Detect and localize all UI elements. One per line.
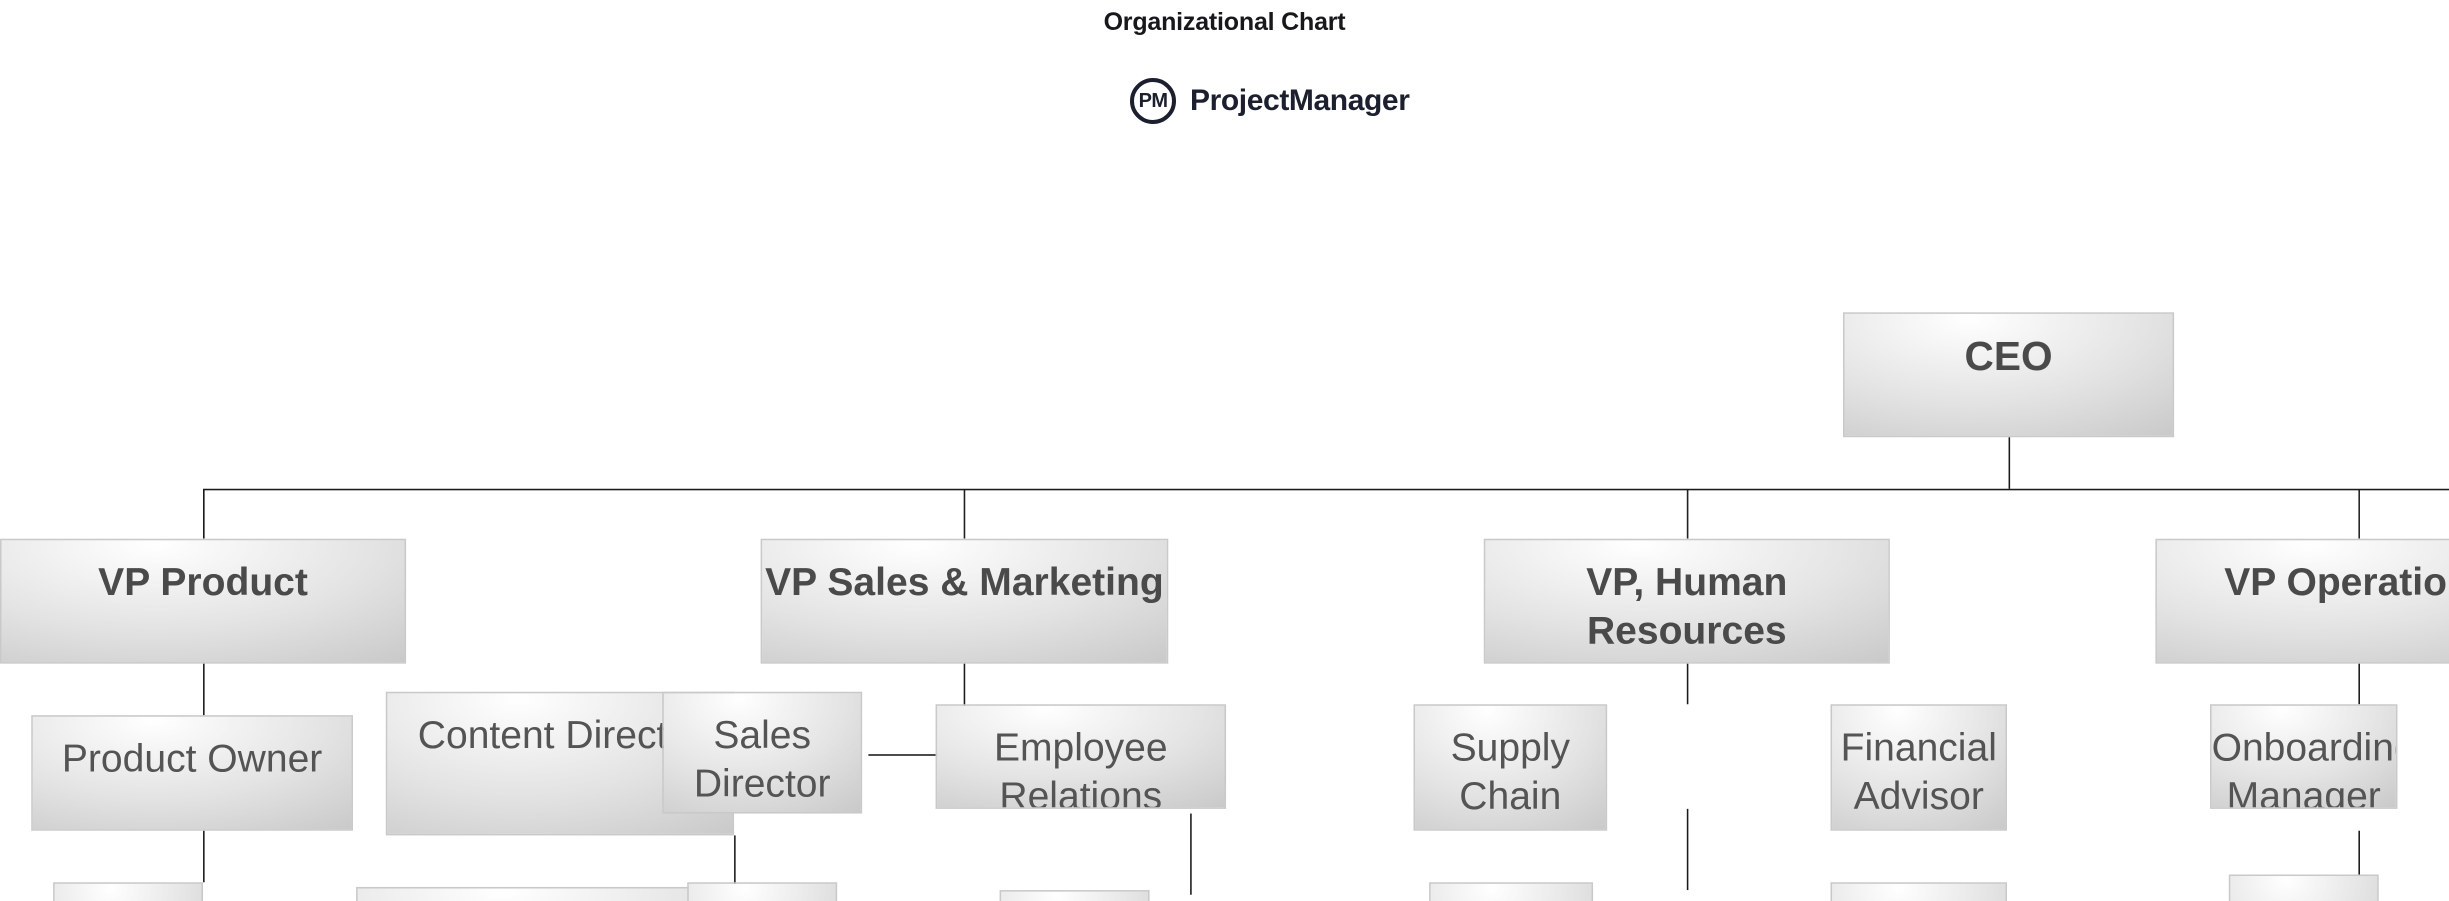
node-account-executive[interactable]: Account Executive — [687, 882, 838, 901]
node-sr-marketing-strategist[interactable]: Sr. Marketing Stragtegist — [356, 886, 742, 901]
node-ceo[interactable]: CEO — [1842, 312, 2175, 438]
node-product-owner[interactable]: Product Owner — [31, 715, 353, 831]
connector-contentdirector-srmarketing — [734, 835, 736, 887]
node-insurance-specialist[interactable]: Insurance Specialist — [1830, 882, 2007, 901]
node-sales-director[interactable]: Sales Director — [662, 691, 863, 814]
node-vp-human-resources[interactable]: VP, Human Resources — [1483, 538, 1890, 664]
connector-ceo-stem — [2008, 437, 2011, 489]
node-manager[interactable]: Manager — [53, 882, 204, 901]
brand-name: ProjectManager — [1190, 84, 1410, 117]
connector-drop-vp-product — [203, 488, 205, 539]
node-supply-chain-manager[interactable]: Supply Chain Manager — [1413, 704, 1608, 831]
node-financial-advisor[interactable]: Financial Advisor — [1830, 704, 2007, 831]
node-benefits-admin[interactable]: Benefits Admin — [999, 890, 1150, 901]
connector-drop-vp-operations — [2358, 488, 2360, 539]
connector-vphr-employeerelations — [1686, 663, 1689, 705]
connector-employeerelations-benefits — [1686, 808, 1689, 891]
connector-drop-vp-sales — [963, 488, 966, 539]
node-vp-sales-marketing[interactable]: VP Sales & Marketing — [760, 538, 1169, 664]
connector-vp-bus — [203, 488, 2449, 491]
connector-productowner-manager — [203, 830, 205, 883]
node-vp-product[interactable]: VP Product — [0, 538, 407, 664]
node-quality-controller[interactable]: Quality Controller — [1429, 882, 1594, 901]
brand-initials: PM — [1138, 90, 1168, 112]
projectmanager-logo-icon: PM — [1130, 78, 1176, 124]
connector-salesdirector-accountexec — [1190, 813, 1192, 895]
node-onboarding-manager[interactable]: Onboarding Manager — [2210, 704, 2398, 809]
connector-vpproduct-productowner — [203, 663, 205, 716]
connector-vpops-supplychain — [2358, 663, 2360, 705]
connector-supplychain-quality — [2358, 830, 2360, 883]
connector-drop-vp-hr — [1686, 488, 1689, 539]
page-title: Organizational Chart — [1103, 8, 1346, 36]
node-vp-operations[interactable]: VP Operations — [2155, 538, 2449, 664]
node-customer-support[interactable]: Customer Support — [2228, 874, 2379, 901]
brand-logo: PM ProjectManager — [1130, 78, 1410, 124]
node-employee-relations-counselor[interactable]: Employee Relations Counselor — [935, 704, 1227, 809]
